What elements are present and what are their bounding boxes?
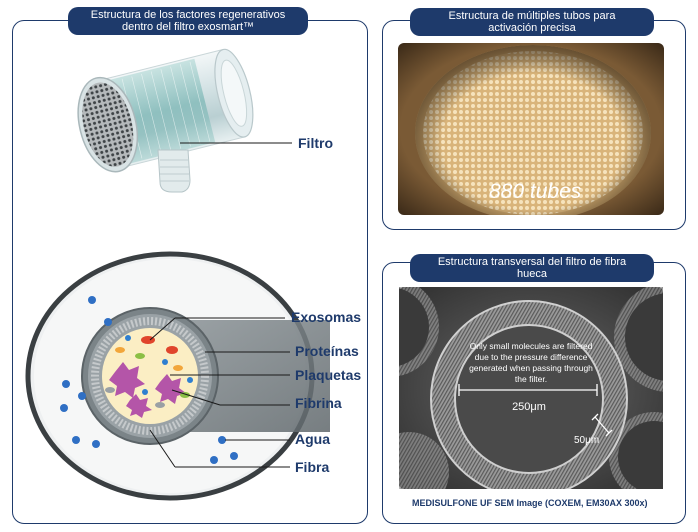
sem-note-line-2: due to the pressure difference [475,352,588,362]
label-fibra: Fibra [295,459,330,475]
sem-note-line-1: Only small molecules are filtered [470,341,593,351]
agua-droplets [60,296,238,464]
label-exosomas: Exosomas [291,309,362,325]
label-proteinas: Proteínas [295,343,359,359]
label-filtro: Filtro [298,135,333,151]
sem-note-line-3: generated when passing through [469,363,593,373]
left-panel-title: Estructura de los factores regenerativos… [68,7,308,35]
measure-250-label: 250μm [512,401,546,413]
multi-tube-photo [398,43,664,215]
sem-caption: MEDISULFONE UF SEM Image (COXEM, EM30AX … [412,498,648,508]
sem-note-line-4: the filter. [515,374,547,384]
measure-50-label: 50μm [574,435,599,446]
bottom-right-title-line1: Estructura transversal del filtro de fib… [437,256,627,268]
left-title-line2: dentro del filtro exosmart™ [121,21,255,33]
bottom-right-title: Estructura transversal del filtro de fib… [410,254,654,282]
top-right-title-line2: activación precisa [488,22,576,34]
filter-cartridge [77,48,254,193]
sem-image: Only small molecules are filtered due to… [399,287,663,489]
hollow-fiber-cross-section [25,251,330,501]
proteinas-shapes [105,335,193,408]
plaquetas-shapes [109,362,186,418]
top-right-title: Estructura de múltiples tubos para activ… [410,8,654,36]
measure-50-line [594,416,610,434]
tubes-count-text: 880 tubes [489,180,582,203]
label-plaquetas: Plaquetas [295,367,362,383]
label-fibrina: Fibrina [295,395,342,411]
top-right-title-line1: Estructura de múltiples tubos para [448,10,616,22]
bottom-right-title-line2: hueca [517,268,547,280]
left-title-line1: Estructura de los factores regenerativos [90,9,286,21]
cross-section-leader-lines [149,317,290,468]
label-agua: Agua [295,431,330,447]
